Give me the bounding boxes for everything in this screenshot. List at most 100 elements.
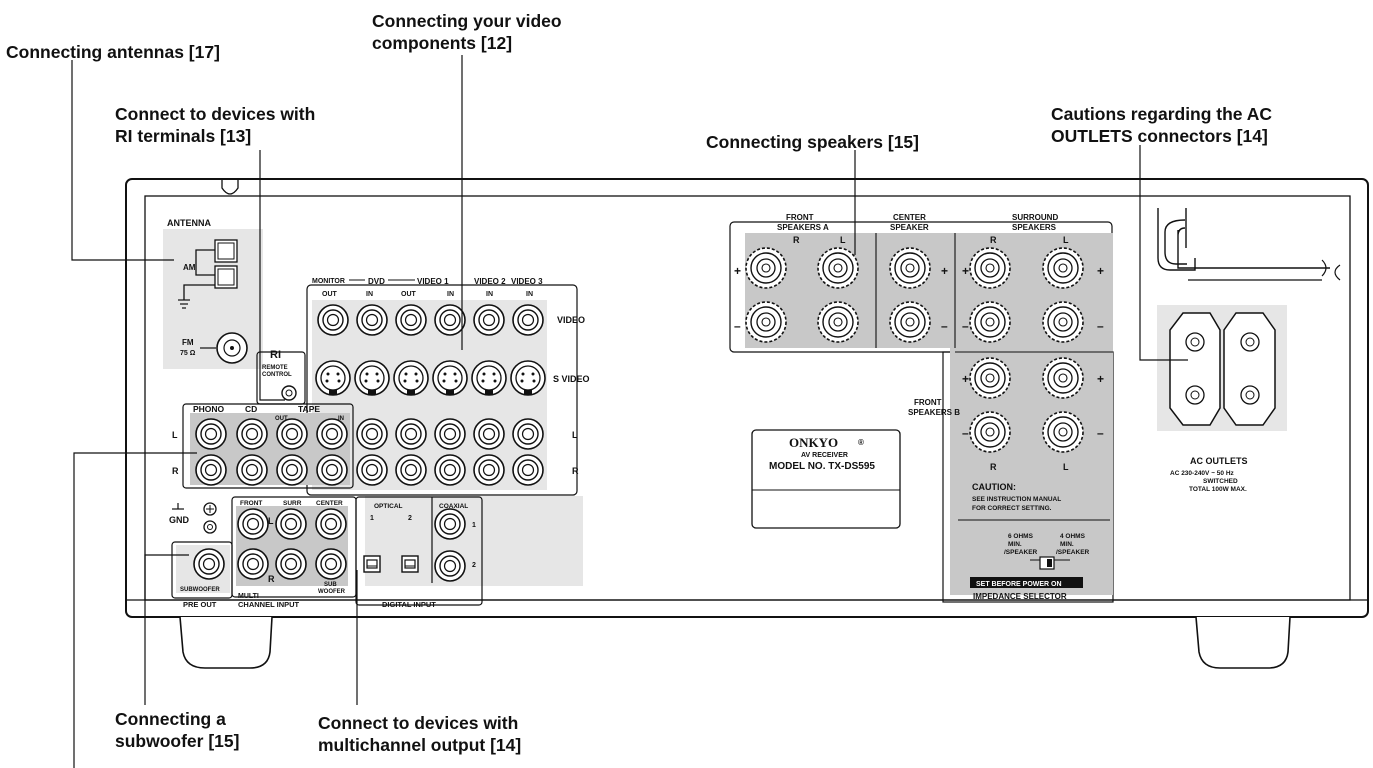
optical-1-label: 1 (370, 515, 374, 522)
audio-l-jack-1[interactable] (356, 418, 388, 450)
surr-l-label: L (1063, 235, 1069, 245)
speaker-terminal-3[interactable] (889, 247, 931, 289)
set-before-power-label: SET BEFORE POWER ON (976, 581, 1062, 588)
video3-in-label: IN (526, 291, 533, 298)
multichannel-jack-4[interactable] (237, 548, 269, 580)
audio-l-jack-4[interactable] (473, 418, 505, 450)
ac-outlet-2[interactable] (1223, 312, 1276, 426)
dvd-label: DVD (368, 277, 385, 286)
front-label: FRONT (240, 500, 262, 507)
audio-l-jack-5[interactable] (512, 418, 544, 450)
audio-r-jack-4[interactable] (473, 454, 505, 486)
phono-cd-tape-l-jack-2[interactable] (236, 418, 268, 450)
video-jack-1[interactable] (317, 304, 349, 336)
phono-cd-tape-l-jack-1[interactable] (195, 418, 227, 450)
multichannel-jack-1[interactable] (237, 508, 269, 540)
audio-r-jack-1[interactable] (356, 454, 388, 486)
video-jack-2[interactable] (356, 304, 388, 336)
gnd-terminal[interactable] (203, 502, 217, 516)
audio-l-jack-3[interactable] (434, 418, 466, 450)
audio-r-jack-2[interactable] (395, 454, 427, 486)
power-cord (1164, 219, 1330, 269)
phono-label: PHONO (193, 404, 225, 414)
leader-lines (71, 55, 1188, 768)
phono-cd-tape-l-jack-3[interactable] (276, 418, 308, 450)
svg-text:–: – (962, 319, 969, 333)
video-jack-4[interactable] (434, 304, 466, 336)
speaker-terminal-12[interactable] (1042, 357, 1084, 399)
phono-cd-tape-r-jack-4[interactable] (316, 454, 348, 486)
multichannel-jack-7[interactable] (193, 548, 225, 580)
callout-ac-line1: Cautions regarding the AC (1051, 104, 1273, 124)
svideo-jack-6[interactable] (510, 360, 546, 396)
ohm6-label-1: 6 OHMS (1008, 533, 1034, 540)
ri-logo: RI (270, 349, 281, 361)
coaxial-label: COAXIAL (439, 503, 468, 510)
speaker-terminal-1[interactable] (745, 247, 787, 289)
speaker-terminal-5[interactable] (1042, 247, 1084, 289)
speaker-terminal-7[interactable] (817, 301, 859, 343)
video3-label: VIDEO 3 (511, 277, 543, 286)
speaker-terminal-8[interactable] (889, 301, 931, 343)
center-speaker-label-2: SPEAKER (890, 223, 929, 232)
multichannel-jack-3[interactable] (315, 508, 347, 540)
impedance-switch[interactable] (1039, 556, 1055, 570)
svideo-jack-5[interactable] (471, 360, 507, 396)
speaker-terminal-11[interactable] (969, 357, 1011, 399)
video-jack-5[interactable] (473, 304, 505, 336)
fm-connector[interactable] (216, 332, 248, 364)
l-label-video: L (572, 430, 578, 440)
video-jack-6[interactable] (512, 304, 544, 336)
remote-control-jack[interactable] (281, 385, 297, 401)
phono-cd-tape-l-jack-4[interactable] (316, 418, 348, 450)
svg-text:–: – (962, 426, 969, 440)
tape-label: TAPE (298, 404, 320, 414)
callout-antennas: Connecting antennas [17] (6, 42, 220, 62)
coaxial-input-1[interactable] (434, 508, 466, 540)
optical-input-1[interactable] (363, 555, 381, 573)
speaker-terminal-2[interactable] (817, 247, 859, 289)
speaker-terminal-9[interactable] (969, 301, 1011, 343)
spk-r-label-b: R (990, 462, 997, 472)
callout-video-components: Connecting your video components [12] (372, 10, 562, 54)
video-row-label: VIDEO (557, 315, 585, 325)
audio-r-jack-5[interactable] (512, 454, 544, 486)
phono-cd-tape-r-jack-3[interactable] (276, 454, 308, 486)
speaker-terminal-13[interactable] (969, 411, 1011, 453)
callout-speakers: Connecting speakers [15] (706, 132, 919, 152)
phono-cd-tape-r-jack-2[interactable] (236, 454, 268, 486)
video-section (306, 284, 578, 496)
r-label-audio: R (172, 466, 179, 476)
multichannel-jack-6[interactable] (315, 548, 347, 580)
audio-r-jack-3[interactable] (434, 454, 466, 486)
video-jack-3[interactable] (395, 304, 427, 336)
coaxial-input-2[interactable] (434, 550, 466, 582)
optical-label: OPTICAL (374, 503, 403, 510)
callout-multi-line1: Connect to devices with (318, 713, 519, 733)
speaker-terminal-10[interactable] (1042, 301, 1084, 343)
svideo-jack-2[interactable] (354, 360, 390, 396)
audio-l-jack-2[interactable] (395, 418, 427, 450)
foot-left (179, 616, 273, 669)
speaker-terminal-6[interactable] (745, 301, 787, 343)
speaker-terminal-4[interactable] (969, 247, 1011, 289)
svideo-jack-4[interactable] (432, 360, 468, 396)
digital-input-label: DIGITAL INPUT (382, 600, 436, 609)
sub-label: SUB (324, 582, 337, 588)
callout-subwoofer: Connecting a subwoofer [15] (115, 708, 239, 752)
multichannel-jack-5[interactable] (275, 548, 307, 580)
model-label-plate (751, 429, 901, 529)
svg-text:–: – (1097, 319, 1104, 333)
model-number: MODEL NO. TX-DS595 (769, 461, 875, 472)
callout-ri-terminals: Connect to devices with RI terminals [13… (115, 103, 315, 147)
speaker-terminal-14[interactable] (1042, 411, 1084, 453)
callout-sub-line1: Connecting a (115, 709, 226, 729)
svideo-jack-3[interactable] (393, 360, 429, 396)
optical-input-2[interactable] (401, 555, 419, 573)
svideo-jack-1[interactable] (315, 360, 351, 396)
multichannel-jack-2[interactable] (275, 508, 307, 540)
front-speakers-b-label-1: FRONT (914, 398, 942, 407)
foot-right (1195, 616, 1291, 669)
ac-outlet-1[interactable] (1169, 312, 1221, 426)
phono-cd-tape-r-jack-1[interactable] (195, 454, 227, 486)
